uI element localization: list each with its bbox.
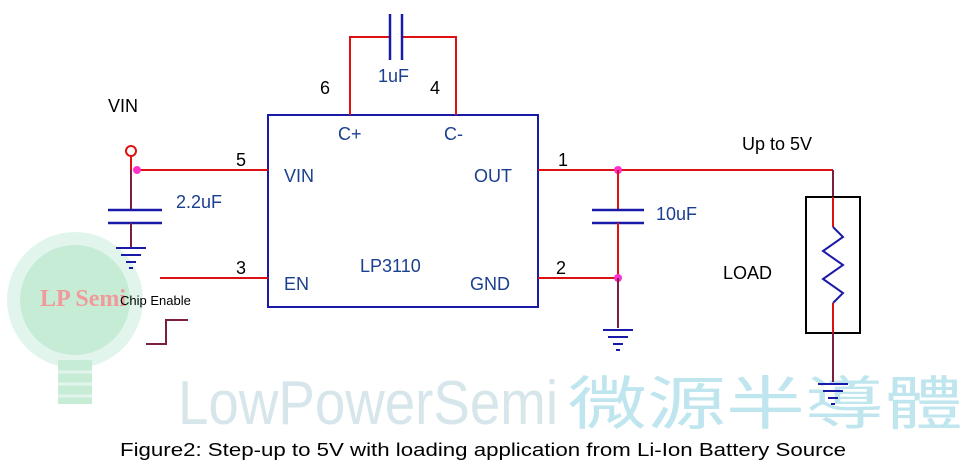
load-resistor [805,196,861,334]
pin-label-cplus: C+ [338,124,362,144]
chip-enable-label: Chip Enable [120,293,191,308]
vin-terminal-icon [125,145,137,157]
flying-cap-value: 1uF [378,66,409,86]
watermark-brand-english: LowPowerSemi [178,369,558,438]
chip-name: LP3110 [360,256,421,276]
pin-number-cminus: 4 [430,78,440,98]
load-label: LOAD [723,263,772,283]
pin-label-vin: VIN [284,166,314,186]
watermark: LP Semi LowPowerSemi 微源半導體 [7,232,963,438]
output-voltage-label: Up to 5V [742,134,812,154]
pin-number-en: 3 [236,258,246,278]
ground-icon [116,247,146,269]
pin-label-gnd: GND [470,274,510,294]
resistor-zigzag-icon [821,226,845,304]
pin-label-out: OUT [474,166,512,186]
pin-number-gnd: 2 [556,258,566,278]
junction-node-icon [133,166,141,174]
input-cap-value: 2.2uF [176,192,222,212]
wire-cplus [349,36,390,115]
watermark-logo-text: LP Semi [40,286,126,312]
pin-number-out: 1 [558,150,568,170]
pin-label-en: EN [284,274,309,294]
flying-capacitor: 1uF [349,14,457,115]
bulb-core [20,245,130,355]
figure-caption: Figure2: Step-up to 5V with loading appl… [120,440,846,460]
output-cap-value: 10uF [656,204,697,224]
vin-label: VIN [108,96,138,116]
enable-step-signal-icon [146,319,188,345]
wire-cminus [402,36,457,115]
lightbulb-logo-icon [7,232,143,404]
chip-body [267,114,539,308]
ground-icon [603,329,633,351]
pin-label-cminus: C- [444,124,463,144]
ground-icon [818,383,848,405]
watermark-brand-chinese: 微源半導體 [568,370,963,438]
pin-number-vin: 5 [236,150,246,170]
pin-number-cplus: 6 [320,78,330,98]
